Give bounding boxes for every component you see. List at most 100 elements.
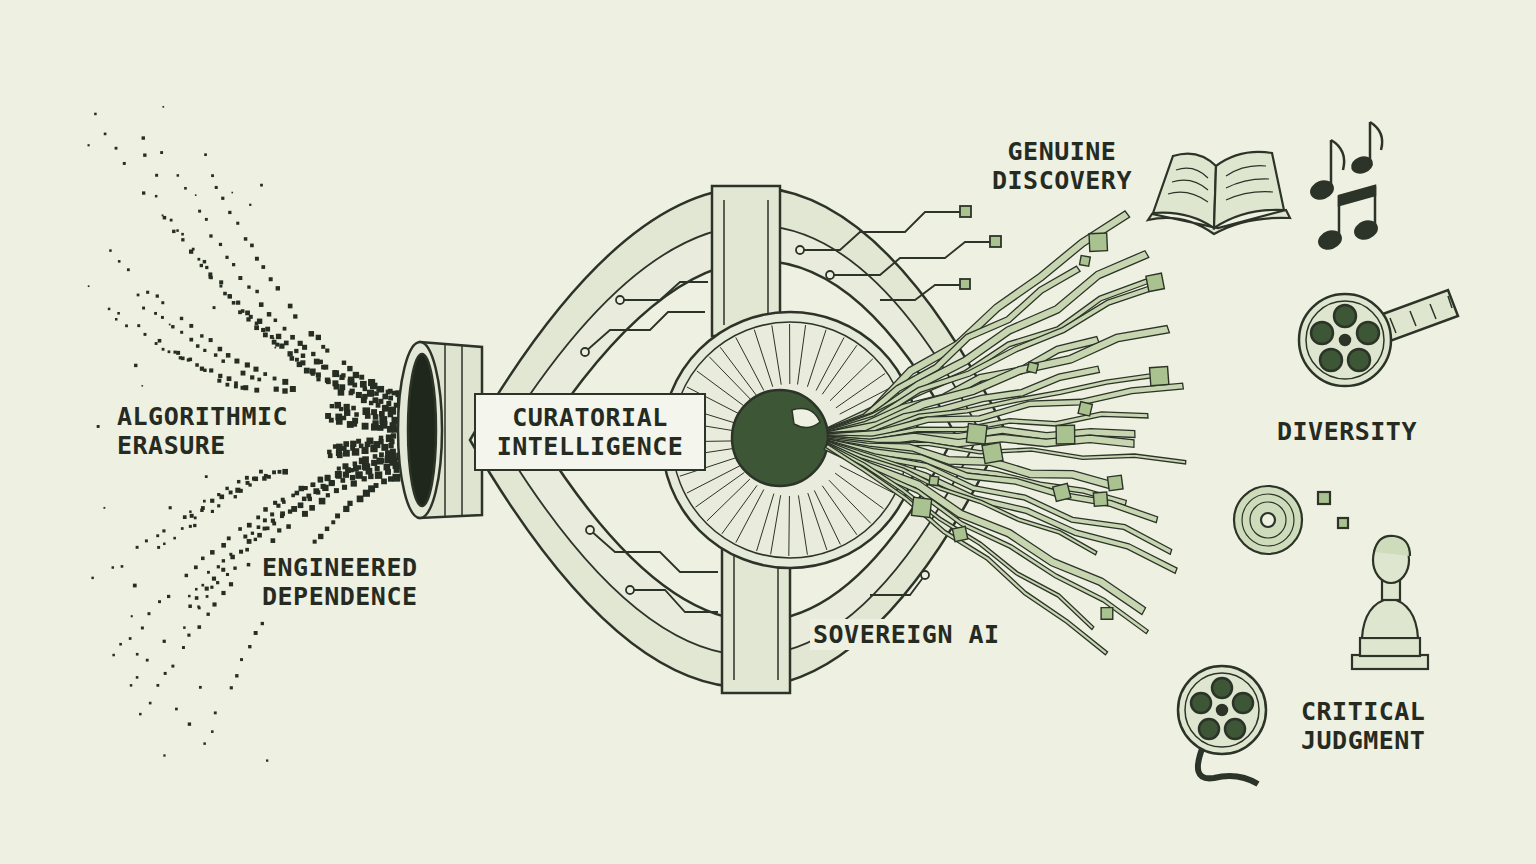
pixel-dot bbox=[362, 456, 369, 463]
pixel-dot bbox=[194, 516, 197, 519]
pixel-dot bbox=[316, 377, 320, 381]
pixel-dot bbox=[236, 301, 240, 305]
pixel-dot bbox=[241, 386, 245, 390]
pixel-dot bbox=[163, 543, 166, 546]
pixel-dot bbox=[256, 516, 260, 520]
pixel-dot bbox=[359, 375, 364, 380]
pixel-dot bbox=[360, 381, 367, 388]
circuit-trace bbox=[585, 312, 705, 352]
pixel-dot bbox=[274, 387, 279, 392]
pixel-dot bbox=[173, 351, 176, 354]
pixel-dot bbox=[205, 266, 208, 269]
pixel-dot bbox=[279, 344, 284, 349]
pixel-dot bbox=[323, 365, 328, 370]
pixel-dot bbox=[379, 411, 385, 417]
pixel-dot bbox=[179, 356, 182, 359]
pixel-dot bbox=[149, 702, 152, 705]
pixel-dot bbox=[160, 151, 163, 154]
pixel-dot bbox=[291, 506, 297, 512]
pixel-dot bbox=[243, 535, 247, 539]
pixel-dot bbox=[375, 471, 382, 478]
pixel-dot bbox=[254, 388, 259, 393]
pixel-dot bbox=[247, 285, 250, 288]
film-reel bbox=[1348, 349, 1370, 371]
pixel-dot bbox=[344, 404, 350, 410]
pixel-dot bbox=[319, 498, 326, 505]
pixel-dot bbox=[197, 625, 201, 629]
pixel-dot bbox=[304, 368, 310, 374]
iris-line bbox=[789, 324, 790, 384]
iris-line bbox=[808, 493, 827, 550]
concept-label: SOVEREIGN AI bbox=[810, 619, 1003, 650]
pixel-dot bbox=[162, 214, 164, 216]
pixel-dot bbox=[259, 470, 263, 474]
pixel-dot bbox=[325, 475, 331, 481]
pixel-square bbox=[966, 423, 987, 444]
pixel-dot bbox=[257, 525, 261, 529]
pixel-dot bbox=[189, 525, 192, 528]
pixel-dot bbox=[123, 162, 126, 165]
pixel-dot bbox=[253, 477, 258, 482]
pixel-dot bbox=[144, 333, 147, 336]
film-reel bbox=[1311, 322, 1333, 344]
pixel-dot bbox=[329, 418, 334, 423]
book-icon bbox=[1214, 152, 1284, 228]
pixel-dot bbox=[109, 249, 112, 252]
iris-line bbox=[736, 490, 764, 543]
pixel-dot bbox=[203, 349, 206, 352]
pixel-dot bbox=[184, 187, 187, 190]
pixel-dot bbox=[273, 501, 277, 505]
iris-line bbox=[798, 325, 806, 384]
pixel-dot bbox=[263, 332, 268, 337]
pixel-dot bbox=[339, 407, 343, 411]
pixel-dot bbox=[250, 375, 254, 379]
pixel-dot bbox=[172, 230, 175, 233]
concept-label: CRITICAL JUDGMENT bbox=[1298, 696, 1470, 756]
pixel-dot bbox=[158, 600, 161, 603]
pixel-dot bbox=[217, 565, 220, 568]
pixel-dot bbox=[318, 534, 323, 539]
pixel-dot bbox=[163, 640, 166, 643]
pixel-dot bbox=[255, 322, 259, 326]
pixel-dot bbox=[119, 643, 122, 646]
pixel-dot bbox=[381, 479, 387, 485]
pixel-dot bbox=[254, 325, 259, 330]
pixel-dot bbox=[356, 392, 362, 398]
pixel-dot bbox=[245, 548, 249, 552]
pixel-dot bbox=[326, 493, 330, 497]
pixel-dot bbox=[133, 584, 137, 588]
pixel-dot bbox=[335, 471, 342, 478]
pixel-dot bbox=[294, 349, 298, 353]
pixel-dot bbox=[316, 490, 320, 494]
pixel-square bbox=[1078, 402, 1092, 416]
pixel-dot bbox=[338, 389, 345, 396]
pixel-dot bbox=[227, 536, 231, 540]
pixel-dot bbox=[183, 515, 187, 519]
pixel-dot bbox=[368, 474, 373, 479]
pixel-dot bbox=[280, 511, 285, 516]
pixel-dot bbox=[343, 441, 349, 447]
pixel-dot bbox=[205, 218, 208, 221]
film-reel bbox=[1191, 693, 1211, 713]
pixel-dot bbox=[227, 376, 232, 381]
film-reel bbox=[1334, 305, 1356, 327]
input-tube bbox=[398, 342, 482, 518]
pixel-dot bbox=[331, 520, 335, 524]
pixel-dot bbox=[257, 378, 261, 382]
film-reel bbox=[1306, 301, 1384, 379]
pixel-dot bbox=[270, 335, 274, 339]
film-reel bbox=[1357, 322, 1379, 344]
pixel-dot bbox=[299, 486, 304, 491]
circuit-trace bbox=[586, 526, 594, 534]
pixel-dot bbox=[162, 529, 165, 532]
pixel-dot bbox=[115, 318, 118, 321]
pixel-dot bbox=[154, 312, 157, 315]
pixel-dot bbox=[103, 507, 105, 509]
circuit-trace bbox=[830, 242, 990, 275]
pixel-dot bbox=[212, 577, 216, 581]
pixel-dot bbox=[272, 470, 276, 474]
pixel-dot bbox=[334, 488, 339, 493]
pixel-dot bbox=[142, 385, 144, 387]
pixel-dot bbox=[309, 331, 314, 336]
